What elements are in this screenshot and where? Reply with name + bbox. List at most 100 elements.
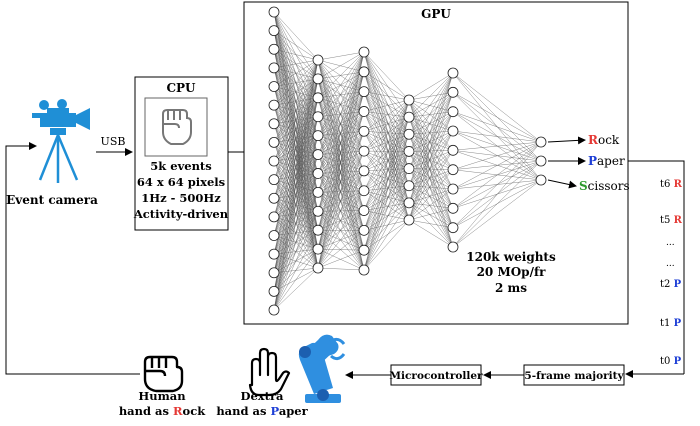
nn-node-l0-5 [269, 100, 279, 110]
human-line-1: Human [138, 389, 186, 403]
nn-node-l1-11 [313, 263, 323, 273]
nn-node-l2-9 [359, 225, 369, 235]
nn-node-l5-2 [536, 175, 546, 185]
cpu-title: CPU [166, 81, 196, 95]
nn-node-l4-8 [448, 223, 458, 233]
nn-node-l1-8 [313, 206, 323, 216]
nn-node-l3-5 [404, 181, 414, 191]
nn-node-l2-11 [359, 265, 369, 275]
nn-node-l0-15 [269, 286, 279, 296]
nn-node-l1-0 [313, 55, 323, 65]
nn-node-l2-0 [359, 47, 369, 57]
usb-label: USB [101, 135, 126, 148]
nn-node-l4-9 [448, 242, 458, 252]
nn-node-l1-6 [313, 168, 323, 178]
nn-node-l2-2 [359, 87, 369, 97]
nn-node-l3-0 [404, 95, 414, 105]
cpu-line-1: 5k events [150, 159, 211, 173]
nn-node-l2-5 [359, 146, 369, 156]
timeline-t0: t0 P [660, 356, 682, 367]
timeline-ellipsis-2: ... [666, 259, 675, 269]
nn-node-l5-1 [536, 156, 546, 166]
nn-node-l0-1 [269, 26, 279, 36]
nn-node-l1-2 [313, 93, 323, 103]
fist-image-frame [145, 98, 207, 156]
nn-node-l4-5 [448, 165, 458, 175]
nn-node-l2-10 [359, 245, 369, 255]
cpu-line-2: 64 x 64 pixels [137, 175, 225, 189]
nn-node-l3-2 [404, 129, 414, 139]
nn-node-l2-4 [359, 126, 369, 136]
camera-label: Event camera [6, 193, 98, 207]
nn-node-l0-6 [269, 119, 279, 129]
dextra-line-1: Dextra [241, 389, 285, 403]
nn-node-l4-7 [448, 203, 458, 213]
gpu-stat-3: 2 ms [495, 281, 527, 295]
dextra-line-2: hand as Paper [216, 404, 308, 418]
nn-node-l4-0 [448, 68, 458, 78]
output-scissors-initial: S [579, 179, 588, 193]
nn-node-l0-13 [269, 249, 279, 259]
nn-node-l3-1 [404, 112, 414, 122]
nn-node-l0-0 [269, 7, 279, 17]
nn-node-l2-7 [359, 186, 369, 196]
timeline-t1: t1 P [660, 318, 682, 329]
timeline-ellipsis-1: ... [666, 238, 675, 248]
nn-node-l0-12 [269, 231, 279, 241]
fist-hand-icon [145, 357, 182, 391]
nn-node-l4-4 [448, 145, 458, 155]
output-paper-label: Paper [588, 154, 625, 168]
output-rock-rest: ock [598, 133, 620, 147]
microcontroller-label: Microcontroller [389, 370, 483, 382]
output-paper-initial: P [588, 154, 597, 168]
nn-node-l0-14 [269, 268, 279, 278]
nn-node-l0-3 [269, 63, 279, 73]
human-to-camera-feedback [6, 146, 140, 374]
nn-node-l1-5 [313, 150, 323, 160]
nn-node-l5-0 [536, 137, 546, 147]
gpu-title: GPU [421, 7, 451, 21]
nn-node-l4-1 [448, 87, 458, 97]
cpu-line-3: 1Hz - 500Hz [141, 191, 221, 205]
output-scissors-rest: cissors [588, 179, 630, 193]
timeline-t6: t6 R [660, 179, 683, 190]
nn-node-l2-6 [359, 166, 369, 176]
nn-node-l3-6 [404, 198, 414, 208]
cpu-line-4: Activity-driven [133, 207, 229, 221]
human-line-2: hand as Rock [119, 404, 206, 418]
robot-arm-icon [299, 335, 344, 403]
nn-node-l0-4 [269, 82, 279, 92]
timeline-t5: t5 R [660, 215, 683, 226]
nn-node-l2-8 [359, 206, 369, 216]
nn-node-l1-7 [313, 187, 323, 197]
nn-node-l2-1 [359, 67, 369, 77]
gpu-stat-2: 20 MOp/fr [477, 265, 547, 279]
majority-label: 5-frame majority [524, 370, 624, 382]
gpu-stat-1: 120k weights [466, 250, 556, 264]
nn-node-l0-8 [269, 156, 279, 166]
paper-to-timeline-link [628, 161, 684, 374]
nn-node-l4-6 [448, 184, 458, 194]
timeline-t2: t2 P [660, 279, 682, 290]
output-scissors-label: Scissors [579, 179, 630, 193]
video-camera-icon [32, 99, 90, 183]
nn-node-l0-2 [269, 44, 279, 54]
nn-node-l0-16 [269, 305, 279, 315]
nn-node-l4-3 [448, 126, 458, 136]
nn-node-l0-9 [269, 175, 279, 185]
nn-node-l2-3 [359, 106, 369, 116]
nn-node-l4-2 [448, 107, 458, 117]
nn-node-l3-4 [404, 164, 414, 174]
nn-node-l3-3 [404, 146, 414, 156]
nn-node-l1-4 [313, 131, 323, 141]
nn-node-l1-10 [313, 244, 323, 254]
output-paper-rest: aper [597, 154, 625, 168]
nn-node-l0-11 [269, 212, 279, 222]
nn-node-l3-7 [404, 215, 414, 225]
nn-node-l1-3 [313, 112, 323, 122]
nn-node-l1-1 [313, 74, 323, 84]
nn-node-l1-9 [313, 225, 323, 235]
output-rock-label: Rock [588, 133, 620, 147]
prediction-timeline: t6 R t5 R ... ... t2 P t1 P t0 P [660, 179, 683, 367]
